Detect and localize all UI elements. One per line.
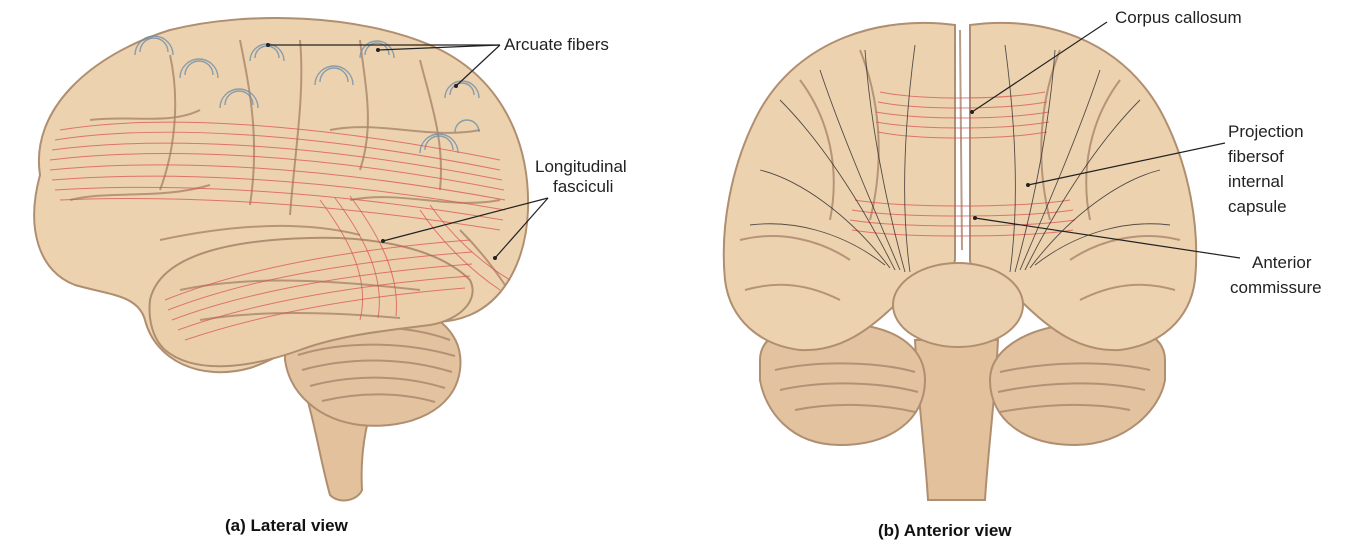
caption-lateral-view: (a) Lateral view <box>225 516 349 535</box>
label-anterior-line1: Anterior <box>1252 253 1312 272</box>
anterior-brainstem <box>915 340 998 500</box>
label-corpus-callosum: Corpus callosum <box>1115 8 1242 27</box>
label-longitudinal-line1: Longitudinal <box>535 157 627 176</box>
label-projection-line2: fibersof <box>1228 147 1284 166</box>
label-anterior-line2: commissure <box>1230 278 1322 297</box>
label-arcuate-fibers: Arcuate fibers <box>504 35 609 54</box>
label-projection-line3: internal <box>1228 172 1284 191</box>
lateral-view-panel: Arcuate fibers Longitudinal fasciculi (a… <box>34 18 626 535</box>
caption-anterior-view: (b) Anterior view <box>878 521 1012 540</box>
label-projection-line1: Projection <box>1228 122 1304 141</box>
anterior-pons <box>893 263 1023 347</box>
label-projection-line4: capsule <box>1228 197 1287 216</box>
anterior-view-panel: Corpus callosum Projection fibersof inte… <box>724 8 1322 540</box>
label-longitudinal-line2: fasciculi <box>553 177 613 196</box>
